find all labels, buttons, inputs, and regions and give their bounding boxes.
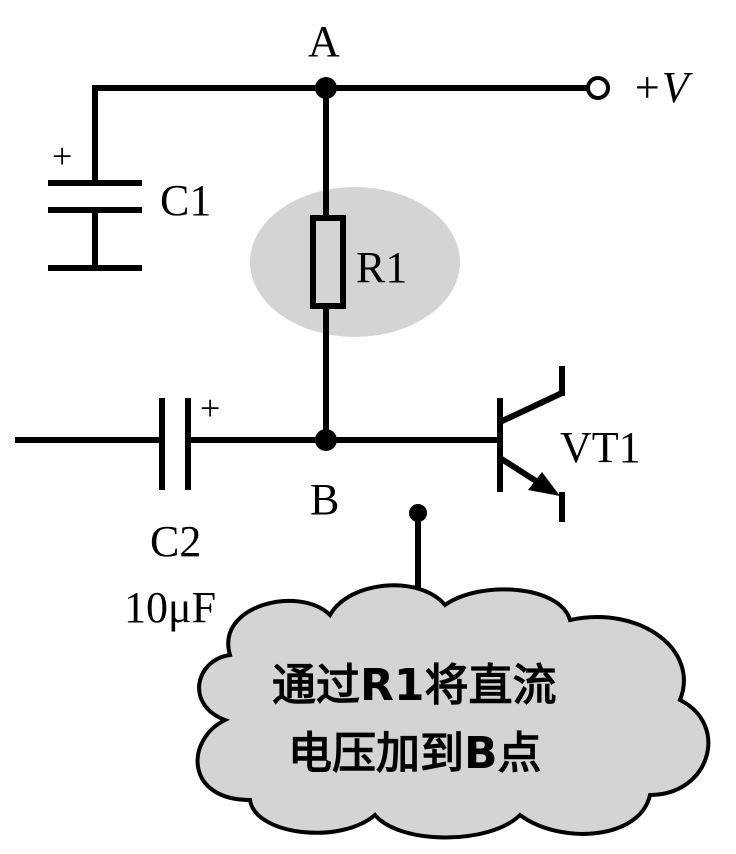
node-b-dot — [315, 429, 337, 451]
supply-terminal — [586, 76, 610, 100]
vt1-collector — [498, 390, 564, 425]
callout-text-line2: 电压加到B点 — [288, 728, 542, 779]
r1-highlight — [250, 187, 460, 337]
c2-label: C2 — [150, 517, 201, 566]
vt1-label: VT1 — [560, 423, 641, 472]
c2-polarity-mark: + — [200, 388, 220, 428]
callout-text-line1: 通过R1将直流 — [272, 660, 557, 711]
callout-cloud — [195, 583, 711, 840]
c1-label: C1 — [160, 176, 211, 225]
node-a-label: A — [308, 17, 340, 66]
c2-value-label: 10μF — [124, 583, 216, 632]
r1-label: R1 — [356, 243, 407, 292]
c1-polarity-mark: + — [52, 136, 72, 176]
vt1-emitter-arrow — [528, 472, 560, 496]
node-b-label: B — [310, 475, 339, 524]
supply-label: +V — [632, 63, 694, 112]
